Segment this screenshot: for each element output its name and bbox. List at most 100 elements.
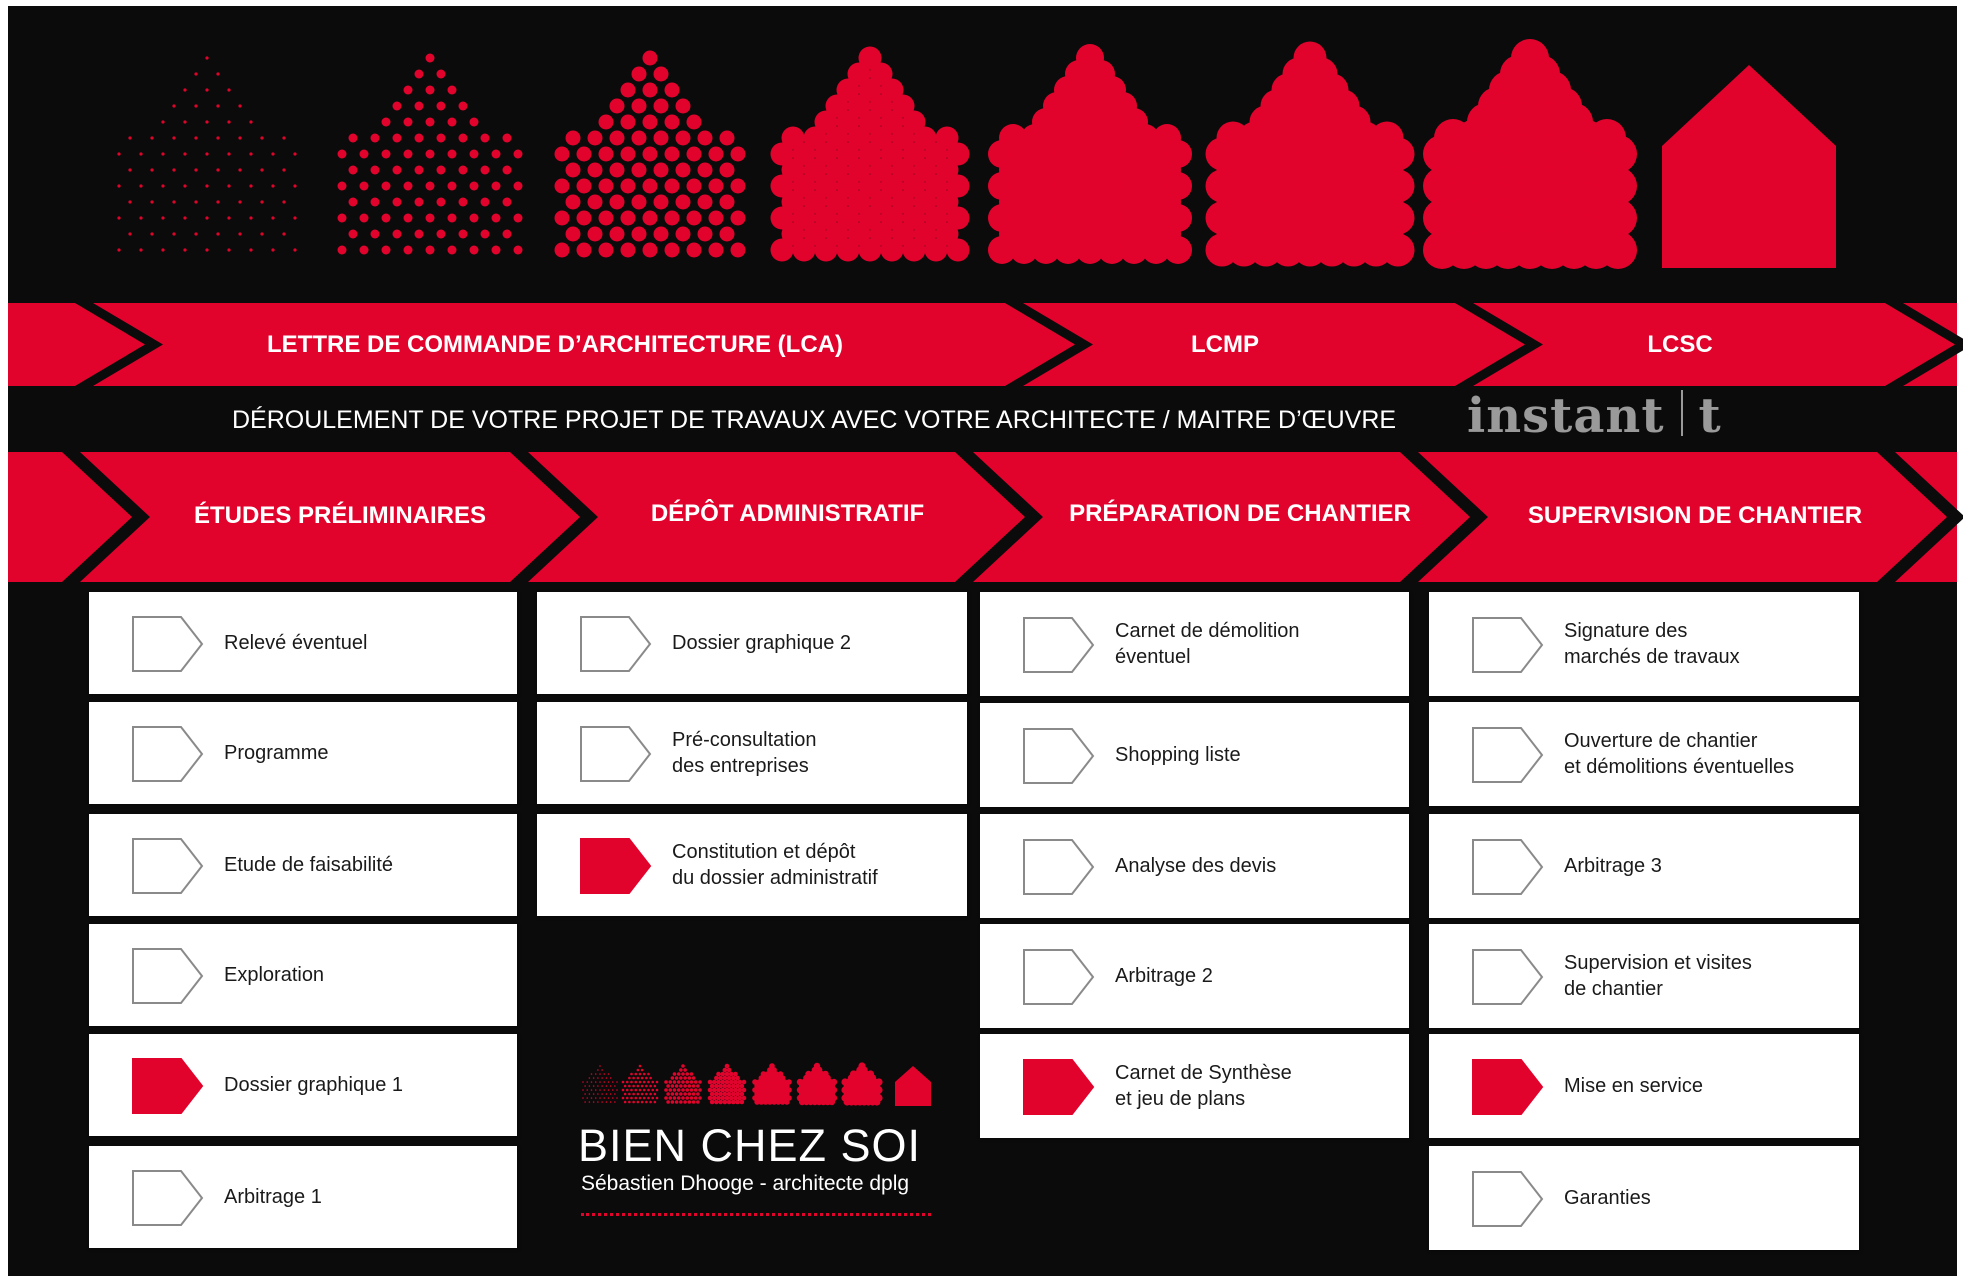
brand-house-dot [653,1092,657,1096]
brand-house-dot [640,1076,644,1080]
step-label-line: Analyse des devis [1115,855,1277,877]
house-dot [293,248,297,252]
brand-house-dot [722,1083,728,1089]
house-dot [902,206,926,230]
brand-house-dot [670,1092,675,1096]
house-dot [609,226,625,242]
house-dot [781,190,805,214]
house-dot [847,94,871,118]
house-dot [730,146,746,162]
brand-house-dot [731,1083,736,1089]
brand-house-dot [714,1075,719,1081]
brand-house-dot [720,1071,726,1077]
arrow-marker-shape [580,838,652,894]
house-dot [565,226,581,242]
brand-house-dot [653,1100,657,1104]
house-dot [587,162,603,178]
step-label-line: Pré-consultation [672,729,817,751]
brand-house-dot [592,1085,595,1087]
brand-house-dot [609,1093,612,1095]
step-label-line: Signature des [1564,620,1688,642]
brand-house-dot [689,1080,694,1084]
house-dot [436,165,446,175]
brand-house-dot [679,1068,683,1072]
house-dot [150,232,154,236]
brand-house-dot [655,1088,659,1092]
brand-house-dot [681,1072,685,1076]
house-dot [370,165,380,175]
house-dot [282,168,286,172]
brand-house-dot [687,1092,692,1096]
arrow-marker-shape [580,616,652,672]
brand-house-dot [676,1080,681,1084]
house-dot [620,178,636,194]
house-dot [642,114,658,130]
step-label-line: Relevé éventuel [224,632,368,654]
brand-house-dot [623,1092,627,1096]
house-dot [1120,236,1148,264]
house-dot [458,229,468,239]
step-label: Dossier graphique 2 [672,592,851,694]
brand-house-dot [605,1093,608,1095]
brand-house-dot [649,1100,652,1104]
brand-house-dot [607,1073,610,1075]
brand-house-dot [672,1088,677,1092]
house-dot [576,242,592,258]
brand-house-dot [640,1068,644,1072]
step-label: Programme [224,702,328,804]
brand-house-dot [616,1081,618,1083]
house-dot [348,229,358,239]
arrow-marker-icon [580,726,652,782]
band-chevron [1877,452,1963,582]
step-label: Shopping liste [1115,703,1241,807]
brand-house-dot [709,1091,715,1097]
house-dot [161,216,165,220]
brand-house-dot [674,1100,679,1104]
house-dot [631,162,647,178]
step-card: Dossier graphique 1 [89,1034,517,1136]
house-dot [675,162,691,178]
brand-house-dot [739,1091,745,1097]
brand-house-dot [724,1063,730,1069]
house-dot [1076,236,1104,264]
brand-house-dot [603,1081,606,1083]
brand-house-dot [597,1101,599,1103]
brand-house-dot [722,1075,728,1081]
brand-house-dot [625,1096,629,1100]
brand-house-dot [609,1077,612,1079]
house-dot [491,245,501,255]
brand-house-dot [636,1092,640,1096]
arrow-marker-filled-icon [1023,1059,1095,1115]
brand-house-dot [603,1089,606,1091]
brand-house-dot [647,1096,650,1100]
brand-house-dot [670,1100,675,1104]
house-dot [183,184,187,188]
house-dot [858,142,882,166]
brand-house-dot [664,1080,668,1084]
step-label-line: Arbitrage 1 [224,1186,322,1208]
brand-house-dot [599,1081,601,1083]
house-dot [891,222,915,246]
brand-house-dot [741,1095,747,1101]
house-dot [664,146,680,162]
brand-house-dot [597,1093,599,1095]
brand-house-dot [588,1101,591,1103]
house-dot [359,181,369,191]
arrow-marker-shape [132,726,204,782]
step-label-line: Dossier graphique 1 [224,1074,403,1096]
house-dot [609,162,625,178]
step-label-line: et jeu de plans [1115,1088,1246,1110]
house-dot [858,238,882,262]
brand-house-dot [724,1079,730,1085]
house-dot [425,117,435,127]
brand-house-dot [681,1088,685,1092]
house-dot [359,213,369,223]
brand-house-dot [707,1087,713,1093]
brand-house-dot [737,1087,743,1093]
brand-house-dot [735,1083,740,1089]
step-label-line: Mise en service [1564,1075,1703,1097]
house-dot [770,206,794,230]
house-dot [469,149,479,159]
